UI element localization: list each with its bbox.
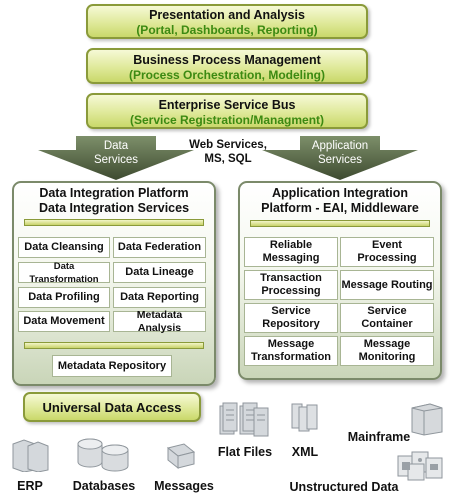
divider-bar	[250, 220, 430, 227]
erp-label: ERP	[17, 479, 43, 493]
messages-label: Messages	[154, 479, 214, 493]
message-routing: Message Routing	[340, 270, 434, 300]
data-lineage: Data Lineage	[113, 262, 206, 283]
presentation-subtitle: (Portal, Dashboards, Reporting)	[136, 23, 318, 37]
erp-icon	[12, 439, 49, 472]
mainframe-label: Mainframe	[347, 430, 411, 444]
middleware-protocols-label: Web Services, MS, SQL	[189, 139, 267, 165]
presentation-layer: Presentation and Analysis (Portal, Dashb…	[86, 4, 368, 39]
data-services-label: Data Services	[93, 140, 139, 166]
xml-label: XML	[291, 445, 319, 459]
message-monitoring: Message Monitoring	[340, 336, 434, 366]
app-platform-title-1: Application Integration	[271, 186, 409, 200]
bpm-subtitle: (Process Orchestration, Modeling)	[128, 68, 326, 82]
app-platform-title-2: Platform - EAI, Middleware	[261, 201, 419, 215]
application-services-arrow	[262, 136, 418, 180]
unstructured-data-icon	[397, 451, 443, 481]
service-repository: Service Repository	[244, 303, 338, 333]
data-services-arrow	[38, 136, 194, 180]
data-reporting: Data Reporting	[113, 287, 206, 308]
flat-files-icon	[219, 402, 269, 437]
databases-icon	[77, 438, 129, 472]
presentation-title: Presentation and Analysis	[149, 8, 305, 22]
event-processing: Event Processing	[340, 237, 434, 267]
esb-subtitle: (Service Registration/Managment)	[129, 113, 325, 127]
data-federation: Data Federation	[113, 237, 206, 258]
application-integration-platform: Application Integration Platform - EAI, …	[238, 181, 442, 380]
message-transformation: Message Transformation	[244, 336, 338, 366]
data-platform-title-2: Data Integration Services	[38, 201, 190, 215]
metadata-repository: Metadata Repository	[52, 355, 172, 377]
universal-data-access: Universal Data Access	[23, 392, 201, 422]
unstructured-data-label: Unstructured Data	[289, 480, 399, 494]
metadata-analysis: Metadata Analysis	[113, 309, 206, 334]
data-platform-title-1: Data Integration Platform	[39, 186, 189, 200]
divider-bar	[24, 342, 204, 349]
data-integration-platform: Data Integration Platform Data Integrati…	[12, 181, 216, 386]
esb-layer: Enterprise Service Bus (Service Registra…	[86, 93, 368, 129]
flat-files-label: Flat Files	[217, 445, 273, 459]
application-services-label: Application Services	[311, 140, 369, 166]
esb-title: Enterprise Service Bus	[158, 98, 296, 112]
data-profiling: Data Profiling	[18, 287, 110, 308]
universal-data-access-label: Universal Data Access	[42, 399, 182, 415]
data-movement: Data Movement	[18, 311, 110, 332]
data-cleansing: Data Cleansing	[18, 237, 110, 258]
service-container: Service Container	[340, 303, 434, 333]
reliable-messaging: Reliable Messaging	[244, 237, 338, 267]
divider-bar	[24, 219, 204, 226]
xml-icon	[291, 403, 318, 432]
bpm-title: Business Process Management	[133, 53, 321, 67]
messages-icon	[166, 443, 196, 470]
mainframe-icon	[411, 403, 443, 436]
databases-label: Databases	[72, 479, 136, 493]
bpm-layer: Business Process Management (Process Orc…	[86, 48, 368, 84]
transaction-processing: Transaction Processing	[244, 270, 338, 300]
data-transformation: Data Transformation	[18, 261, 110, 285]
